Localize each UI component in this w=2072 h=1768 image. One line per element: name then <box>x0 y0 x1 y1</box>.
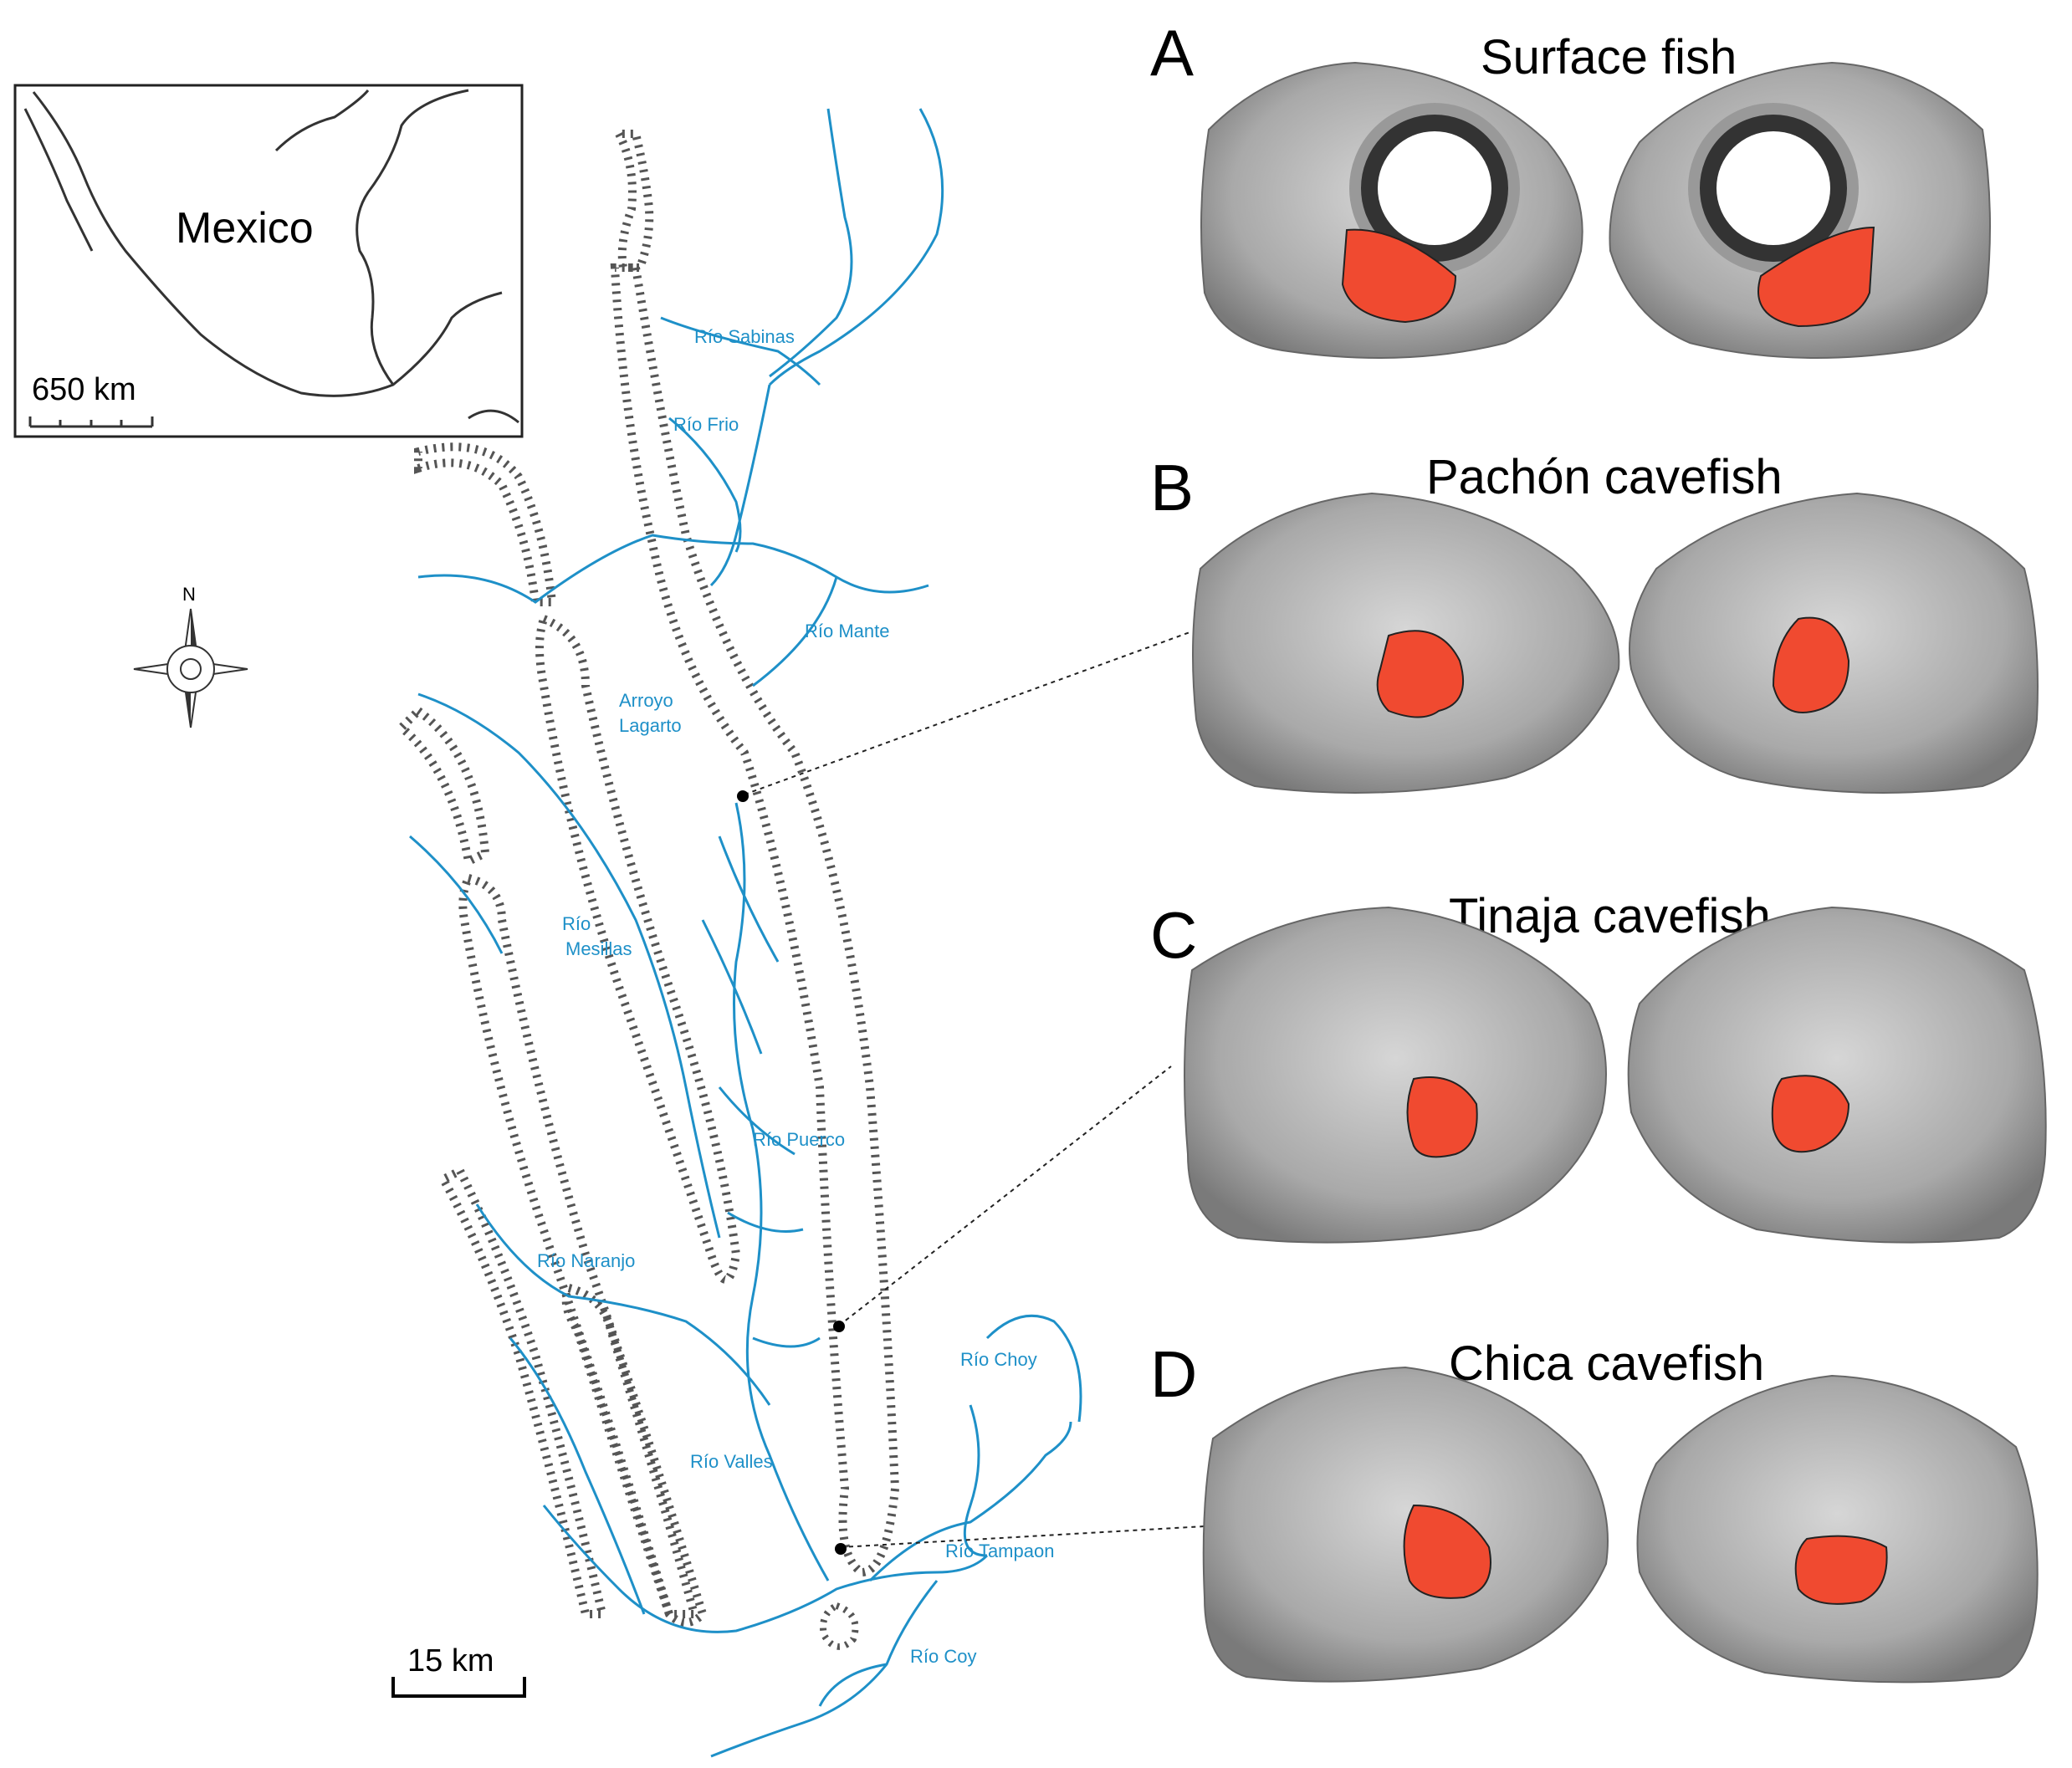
leader-pachon <box>744 631 1193 795</box>
panel-a-bone-left <box>1341 228 1457 324</box>
leader-tinaja <box>838 1065 1172 1326</box>
panel-d-letter: D <box>1150 1337 1197 1411</box>
panel-c-bone-right <box>1771 1075 1850 1153</box>
cave-site-chica <box>835 1543 847 1555</box>
panel-b-letter: B <box>1150 451 1194 524</box>
label-mesillas-line2: Mesillas <box>565 938 632 959</box>
label-rio-mante: Río Mante <box>805 621 890 641</box>
leader-chica <box>840 1525 1205 1548</box>
panel-d-bone-right <box>1794 1535 1888 1605</box>
panel-b-title: Pachón cavefish <box>1426 450 1783 504</box>
ridge-north-hook <box>611 130 654 272</box>
panel-d-title: Chica cavefish <box>1449 1336 1764 1391</box>
panel-d-bone-left <box>1403 1504 1491 1599</box>
panel-b: B Pachón cavefish <box>1150 450 2039 794</box>
label-mesillas-line1: Río <box>562 913 591 934</box>
inset-scale-bar <box>28 416 154 428</box>
panel-c-letter: C <box>1150 898 1197 972</box>
panel-c-skull-left <box>1184 906 1607 1244</box>
label-arroyo-line2: Lagarto <box>619 715 682 736</box>
river-labels: Río Sabinas Río Frio Río Mante Arroyo La… <box>537 326 1054 1667</box>
panel-b-bone-right <box>1772 616 1850 713</box>
river-tampaon <box>868 1421 1072 1582</box>
panel-a-letter: A <box>1150 16 1194 89</box>
leader-lines <box>744 631 1205 1548</box>
panel-c-bone-left <box>1406 1076 1478 1158</box>
label-rio-tampaon: Río Tampaon <box>945 1541 1054 1561</box>
river-mante <box>417 534 929 687</box>
panel-d-skull-left <box>1202 1366 1609 1683</box>
ridge-west-2 <box>458 873 708 1627</box>
ridge-west-1 <box>535 613 741 1284</box>
panel-a-orbit-right-opening <box>1716 131 1830 245</box>
label-arroyo-line1: Arroyo <box>619 690 673 711</box>
panel-d-skull-right <box>1636 1374 2039 1684</box>
river-coy <box>710 1580 939 1758</box>
inset-scale-label: 650 km <box>32 372 136 407</box>
map-scale-label: 15 km <box>407 1643 494 1679</box>
inset-map: Mexico 650 km <box>13 84 524 438</box>
mountain-ridges <box>395 130 900 1650</box>
river-naranjo <box>475 1203 771 1615</box>
cave-sites <box>737 790 847 1555</box>
cave-site-tinaja <box>833 1321 845 1332</box>
panel-a-orbit-left-opening <box>1378 131 1491 245</box>
ridge-west-3 <box>561 1283 700 1618</box>
panel-c-title: Tinaja cavefish <box>1449 889 1771 943</box>
label-rio-frio: Río Frio <box>673 414 739 435</box>
cave-site-pachon <box>737 790 749 802</box>
map-scale-bar <box>391 1677 526 1698</box>
panel-c: C Tinaja cavefish <box>1150 889 2047 1244</box>
panel-a-bone-right <box>1757 226 1875 328</box>
inset-country-label: Mexico <box>176 204 314 253</box>
river-valles <box>542 1505 989 1633</box>
ridge-nw <box>414 442 557 606</box>
inset-coastline <box>23 89 519 424</box>
label-rio-puerco: Río Puerco <box>753 1129 845 1150</box>
river-choy <box>963 1314 1082 1557</box>
panel-a-title: Surface fish <box>1481 30 1737 84</box>
map-scale: 15 km <box>391 1643 526 1698</box>
label-rio-sabinas: Río Sabinas <box>694 326 795 347</box>
label-rio-choy: Río Choy <box>960 1349 1037 1370</box>
river-sabinas <box>660 108 944 386</box>
compass-ring-inner <box>180 658 202 680</box>
panel-a: A Surface fish <box>1150 16 1991 359</box>
river-frio <box>668 384 771 587</box>
compass-rose: N <box>133 584 248 728</box>
label-rio-coy: Río Coy <box>910 1646 976 1667</box>
ridge-far-west <box>395 705 608 1618</box>
panel-b-bone-left <box>1376 630 1465 718</box>
panel-c-skull-right <box>1627 906 2047 1244</box>
rivers <box>409 108 1082 1758</box>
label-rio-naranjo: Río Naranjo <box>537 1250 635 1271</box>
ridge-small-isle <box>820 1602 859 1650</box>
river-puerco <box>701 802 830 1581</box>
compass-north-label: N <box>182 584 196 605</box>
inset-frame <box>13 84 524 438</box>
river-west-branch <box>409 692 721 1239</box>
label-rio-valles: Río Valles <box>690 1451 773 1472</box>
panel-d: D Chica cavefish <box>1150 1336 2039 1684</box>
